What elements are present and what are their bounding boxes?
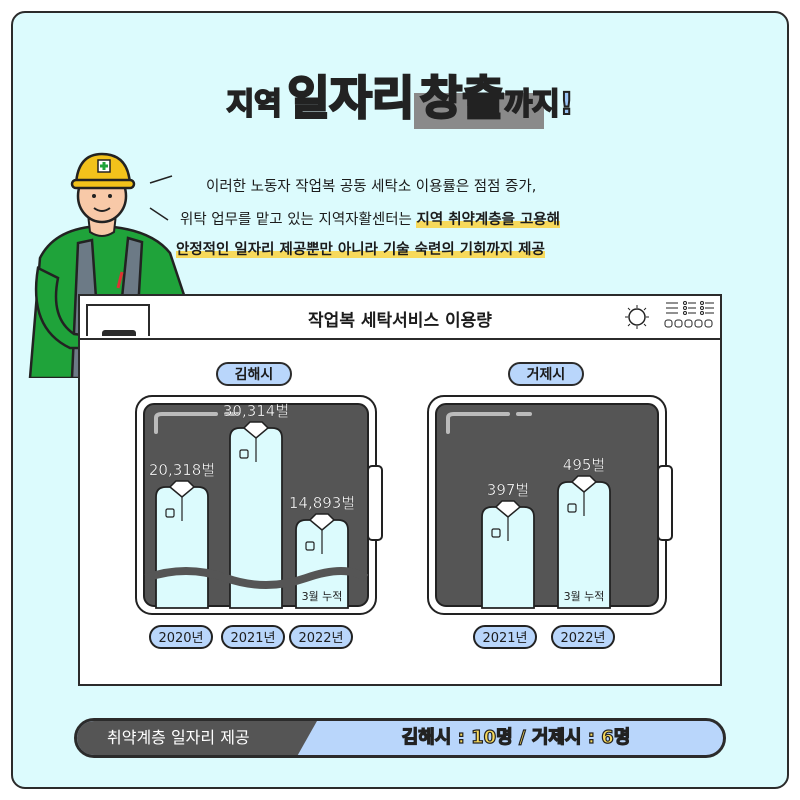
description-line-2: 위탁 업무를 맡고 있는 지역자활센터는 지역 취약계층을 고용해 <box>180 208 560 229</box>
title-part-1: 지역 <box>226 86 283 123</box>
washing-service-panel: 작업복 세탁서비스 이용량 김해시 거제시 20,318벌 30,314벌 14,8… <box>78 294 722 686</box>
glass-shine-1 <box>446 412 510 434</box>
cumulative-note: 3월 누적 <box>302 590 343 603</box>
year-pill <box>149 625 213 649</box>
machine-window-1 <box>435 403 659 607</box>
title-highlight <box>414 93 544 129</box>
value-label: 30,314벌 <box>223 402 289 420</box>
title-part-2: 일자리 <box>286 70 415 127</box>
year-label: 2022년 <box>560 631 605 646</box>
detergent-drawer <box>86 304 150 336</box>
axis-break-wave <box>144 567 369 589</box>
shirt-collar <box>570 475 598 493</box>
shirt-pocket <box>491 528 501 538</box>
employment-value: 김해시 : 10명 / 거제시 : 6명 <box>401 726 631 748</box>
usage-charts: 20,318벌 30,314벌 14,893벌 3월 누적 397벌 495벌 3월 누적 2… <box>135 395 673 649</box>
control-buttons-icon <box>664 301 714 328</box>
value-label: 20,318벌 <box>149 461 215 479</box>
shirt-collar <box>242 421 270 439</box>
chart-title-geoje: 거제시 <box>508 362 584 386</box>
title-part-4: 까지! <box>504 86 575 123</box>
page-title: 지역 일자리 창출까지! <box>0 62 800 128</box>
cumulative-note: 3월 누적 <box>564 590 605 603</box>
door-handle-1 <box>657 465 673 541</box>
panel-title: 작업복 세탁서비스 이용량 <box>308 311 492 331</box>
value-label: 397벌 <box>487 481 529 499</box>
title-part-3: 창출 <box>419 70 506 127</box>
year-pill <box>473 625 537 649</box>
employment-bar: 취약계층 일자리 제공 김해시 : 10명 / 거제시 : 6명 <box>74 718 726 758</box>
description-line-3-bold: 안정적인 일자리 제공뿐만 아니라 기술 숙련의 기회까지 제공 <box>176 242 545 258</box>
year-label: 2022년 <box>298 631 343 646</box>
shirt-collar <box>308 513 336 531</box>
dial-icon <box>625 305 649 329</box>
year-label: 2020년 <box>158 631 203 646</box>
shirt-pocket <box>567 503 577 513</box>
description-line-2-bold: 지역 취약계층을 고용해 <box>416 212 560 228</box>
description-line-1: 이러한 노동자 작업복 공동 세탁소 이용률은 점점 증가, <box>206 179 537 195</box>
employment-label: 취약계층 일자리 제공 <box>77 721 317 755</box>
shirt-pocket <box>305 541 315 551</box>
year-pill <box>221 625 285 649</box>
year-label: 2021년 <box>482 631 527 646</box>
panel-header: 작업복 세탁서비스 이용량 <box>80 296 720 340</box>
shirt-collar <box>168 480 196 498</box>
shirt-pocket <box>239 449 249 459</box>
year-pill <box>551 625 615 649</box>
value-label: 14,893벌 <box>289 494 355 512</box>
door-handle-0 <box>367 465 383 541</box>
glass-shine-0 <box>154 412 218 434</box>
shirt-pocket <box>165 508 175 518</box>
chart-title-gimhae: 김해시 <box>216 362 292 386</box>
description-line-2-plain: 위탁 업무를 맡고 있는 지역자활센터는 <box>180 212 417 228</box>
shirt-collar <box>494 500 522 518</box>
year-pill <box>289 625 353 649</box>
description-line-3: 안정적인 일자리 제공뿐만 아니라 기술 숙련의 기회까지 제공 <box>176 238 545 259</box>
year-label: 2021년 <box>230 631 275 646</box>
value-label: 495벌 <box>563 456 605 474</box>
